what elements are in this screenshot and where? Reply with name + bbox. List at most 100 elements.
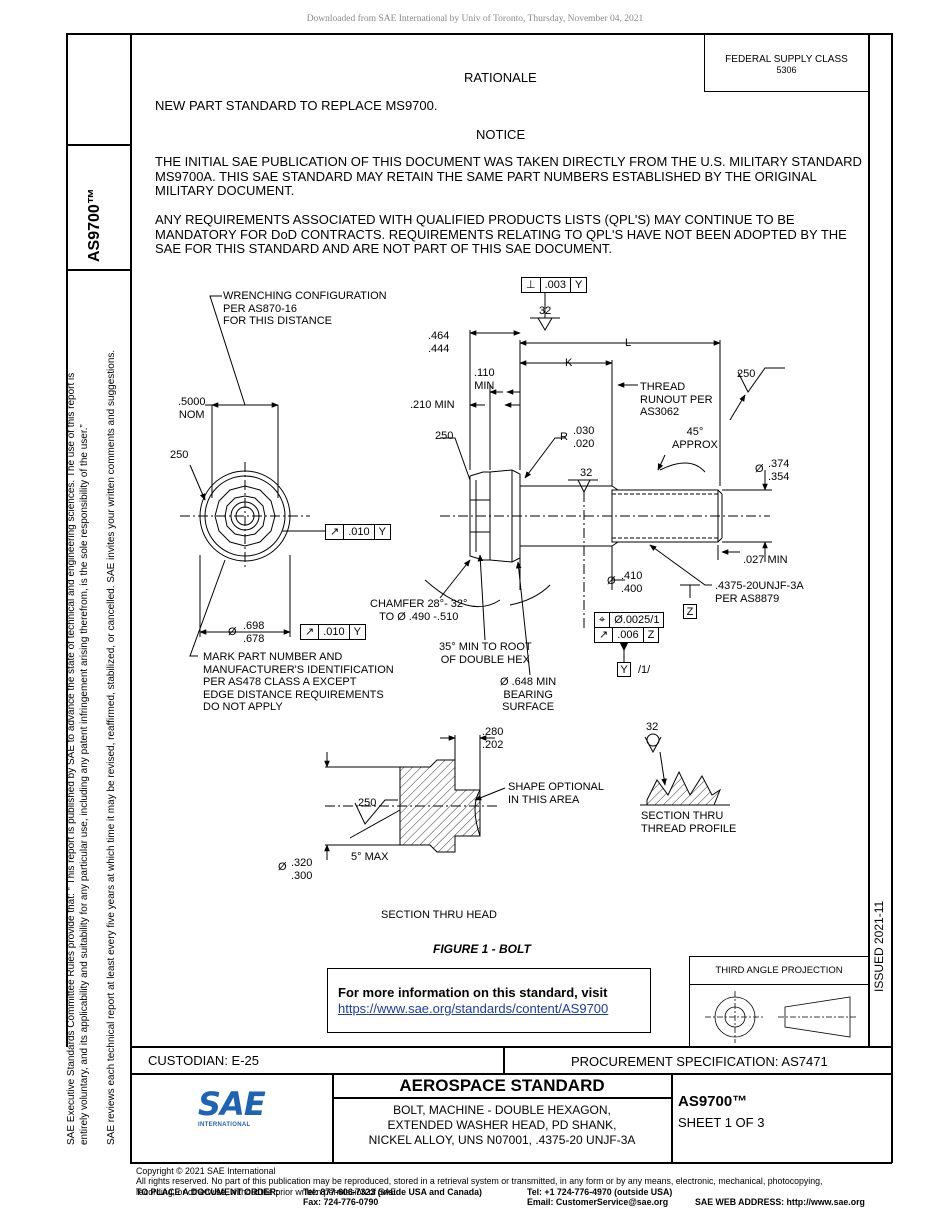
dim-line: .354 xyxy=(768,470,790,483)
federal-supply-box: FEDERAL SUPPLY CLASS 5306 xyxy=(704,33,869,92)
dim-line: .374 xyxy=(768,458,790,470)
notice-p1-line: MS9700A. THIS SAE STANDARD MAY RETAIN TH… xyxy=(155,168,817,184)
dim-410-prefix: Ø xyxy=(607,575,616,587)
fcf-datum: Y xyxy=(570,278,586,292)
note-line: CHAMFER 28°- 32° xyxy=(370,598,468,610)
footer-web[interactable]: SAE WEB ADDRESS: http://www.sae.org xyxy=(695,1197,865,1207)
title-doc-id: AS9700™ xyxy=(678,1093,748,1110)
dim-280: .280 .202 xyxy=(482,726,503,751)
note-line: 35° MIN TO ROOT xyxy=(439,641,532,653)
dim-line: MIN xyxy=(474,379,495,392)
shape-optional-note: SHAPE OPTIONAL IN THIS AREA xyxy=(508,781,604,806)
note-line: SECTION THRU xyxy=(641,810,724,822)
runout-icon: ↗ xyxy=(599,629,609,641)
dim-030: .030 .020 xyxy=(573,425,594,450)
info-box: For more information on this standard, v… xyxy=(327,968,651,1033)
mark-part-note: MARK PART NUMBER AND MANUFACTURER'S IDEN… xyxy=(203,651,394,714)
fcf-value: .010 xyxy=(318,625,348,639)
finish-250-thread: 250 xyxy=(737,368,756,380)
finish-250-head: 250 xyxy=(358,797,377,809)
desc-line: NICKEL ALLOY, UNS N07001, .4375-20 UNJF-… xyxy=(368,1133,636,1147)
note-line: RUNOUT PER xyxy=(640,393,713,406)
finish-32-top: 32 xyxy=(539,305,552,317)
dim-line: 45° xyxy=(686,426,704,438)
sae-logo-sub: INTERNATIONAL xyxy=(198,1122,251,1128)
note-line: DO NOT APPLY xyxy=(203,701,283,713)
notice-p2-line: ANY REQUIREMENTS ASSOCIATED WITH QUALIFI… xyxy=(155,212,795,227)
footer-email[interactable]: Email: CustomerService@sae.org xyxy=(527,1197,669,1207)
dim-line: .202 xyxy=(482,738,504,751)
dim-l: L xyxy=(625,337,632,349)
datum-y: Y xyxy=(617,662,631,677)
fcf-datum: Z xyxy=(642,628,659,642)
frame-top xyxy=(66,33,892,35)
dim-698-prefix: Ø xyxy=(228,626,237,638)
wrenching-note: WRENCHING CONFIGURATION PER AS870-16 FOR… xyxy=(223,290,387,328)
doc-id-divider xyxy=(671,1073,673,1163)
section-head-label: SECTION THRU HEAD xyxy=(381,909,497,921)
note-line: .4375-20UNJF-3A xyxy=(715,580,804,592)
bolt-side-view xyxy=(440,469,770,563)
dim-320: .320 .300 xyxy=(291,857,312,882)
note-line: FOR THIS DISTANCE xyxy=(223,315,332,327)
fcf-perpendicularity: ⊥ .003 Y xyxy=(521,277,588,293)
sheet-number: SHEET 1 OF 3 xyxy=(678,1115,765,1130)
sae-logo: SAE INTERNATIONAL xyxy=(198,1086,270,1128)
head-end-view xyxy=(180,462,310,570)
footer-order-label: TO PLACE A DOCUMENT ORDER: xyxy=(136,1187,279,1197)
fcf-value: .006 xyxy=(612,628,642,642)
fcf-runout-head: ↗ .010 Y xyxy=(325,524,391,540)
fcf-value: .010 xyxy=(343,525,373,539)
notice-p1-line: THE INITIAL SAE PUBLICATION OF THIS DOCU… xyxy=(155,154,862,169)
section-thru-thread xyxy=(640,733,730,806)
info-box-link[interactable]: https://www.sae.org/standards/content/AS… xyxy=(338,1001,609,1016)
procurement-spec: PROCUREMENT SPECIFICATION: AS7471 xyxy=(571,1054,828,1069)
dim-line: .300 xyxy=(291,869,313,882)
dim-410: .410 .400 xyxy=(621,570,642,595)
projection-box: THIRD ANGLE PROJECTION xyxy=(689,956,869,1047)
notice-p2-line: SAE FOR THIS STANDARD AND ARE NOT PART O… xyxy=(155,241,613,256)
note-line: SURFACE xyxy=(502,701,555,713)
note-line: EDGE DISTANCE REQUIREMENTS xyxy=(203,688,384,701)
fcf-position: ⌖ Ø.0025/1 xyxy=(594,612,665,628)
dim-line: .030 xyxy=(573,425,595,437)
dim-line: .698 xyxy=(243,620,265,632)
footer: Copyright © 2021 SAE International All r… xyxy=(136,1166,822,1197)
figure-caption: FIGURE 1 - BOLT xyxy=(433,942,531,956)
finish-32-shank: 32 xyxy=(580,467,593,479)
rationale-text: NEW PART STANDARD TO REPLACE MS9700. xyxy=(155,98,438,113)
note-line: THREAD xyxy=(640,381,686,393)
datum-z: Z xyxy=(683,604,697,619)
dim-line: .400 xyxy=(621,582,643,595)
dim-320-prefix: Ø xyxy=(278,861,287,873)
dim-698: .698 .678 xyxy=(243,620,264,645)
runout-icon: ↗ xyxy=(305,626,315,638)
note-line: PER AS478 CLASS A EXCEPT xyxy=(203,676,357,688)
download-note: Downloaded from SAE International by Uni… xyxy=(306,14,644,24)
footer-tel-usa: Tel: 877-606-7323 (inside USA and Canada… xyxy=(303,1187,482,1197)
dim-110: .110 MIN xyxy=(474,367,495,392)
fcf-value: Ø.0025/1 xyxy=(609,613,663,627)
dim-line: NOM xyxy=(178,408,205,421)
projection-label: THIRD ANGLE PROJECTION xyxy=(690,957,868,985)
fcf-runout-698: ↗ .010 Y xyxy=(300,624,366,640)
note-line: SHAPE OPTIONAL xyxy=(508,781,604,793)
note-line: BEARING xyxy=(503,688,553,701)
title-block-bottom xyxy=(130,1162,892,1164)
frame-right2 xyxy=(891,33,893,1163)
desc-line: EXTENDED WASHER HEAD, PD SHANK, xyxy=(387,1118,617,1132)
bolt-drawing xyxy=(180,293,785,860)
section-thread-label: SECTION THRU THREAD PROFILE xyxy=(641,810,736,835)
footer-fax: Fax: 724-776-0790 xyxy=(303,1197,379,1207)
dim-line: .678 xyxy=(243,632,265,645)
note-line: PER AS870-16 xyxy=(223,302,297,315)
sidebar-divider1 xyxy=(66,144,131,146)
note-line: WRENCHING CONFIGURATION xyxy=(223,290,387,302)
aerospace-standard-heading: AEROSPACE STANDARD xyxy=(399,1076,605,1095)
notice-p2-line: MANDATORY FOR DoD CONTRACTS. REQUIREMENT… xyxy=(155,226,847,242)
fcf-runout-006: ↗ .006 Z xyxy=(594,627,660,643)
custodian-divider xyxy=(503,1046,505,1074)
note-line: OF DOUBLE HEX xyxy=(440,653,530,666)
fcf-datum: Y xyxy=(348,625,365,639)
thread-spec-note: .4375-20UNJF-3A PER AS8879 xyxy=(715,580,804,605)
